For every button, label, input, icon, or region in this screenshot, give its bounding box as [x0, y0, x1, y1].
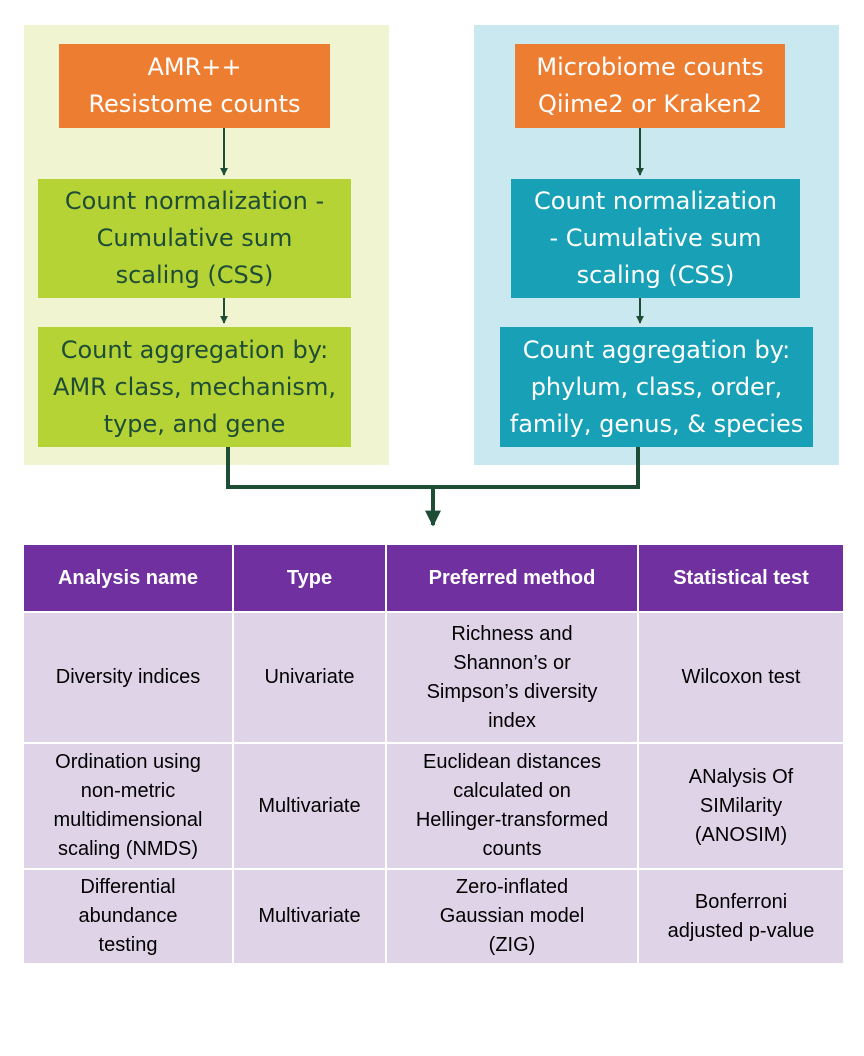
cell-preferred-method: Zero-inflated Gaussian model (ZIG) — [385, 868, 639, 965]
table-row: Ordination using non-metric multidimensi… — [22, 742, 845, 870]
resistome-normalization-box: Count normalization - Cumulative sum sca… — [38, 179, 351, 298]
cell-analysis-name: Differential abundance testing — [22, 868, 234, 965]
cell-analysis-name: Ordination using non-metric multidimensi… — [22, 742, 234, 870]
table-row: Differential abundance testing Multivari… — [22, 868, 845, 965]
microbiome-counts-box: Microbiome counts Qiime2 or Kraken2 — [515, 44, 785, 128]
header-statistical-test: Statistical test — [637, 543, 845, 613]
header-preferred-method: Preferred method — [385, 543, 639, 613]
cell-analysis-name: Diversity indices — [22, 611, 234, 744]
cell-preferred-method: Richness and Shannon’s or Simpson’s dive… — [385, 611, 639, 744]
microbiome-normalization-box: Count normalization - Cumulative sum sca… — [511, 179, 800, 298]
table-row: Diversity indices Univariate Richness an… — [22, 611, 845, 744]
cell-statistical-test: Bonferroni adjusted p-value — [637, 868, 845, 965]
cell-statistical-test: Wilcoxon test — [637, 611, 845, 744]
table-header-row: Analysis name Type Preferred method Stat… — [22, 543, 845, 613]
cell-type: Multivariate — [232, 742, 387, 870]
cell-type: Multivariate — [232, 868, 387, 965]
cell-type: Univariate — [232, 611, 387, 744]
merge-connector — [226, 447, 640, 489]
resistome-aggregation-box: Count aggregation by: AMR class, mechani… — [38, 327, 351, 447]
microbiome-aggregation-box: Count aggregation by: phylum, class, ord… — [500, 327, 813, 447]
cell-statistical-test: ANalysis Of SIMilarity (ANOSIM) — [637, 742, 845, 870]
header-analysis-name: Analysis name — [22, 543, 234, 613]
header-type: Type — [232, 543, 387, 613]
analysis-table: Analysis name Type Preferred method Stat… — [22, 543, 845, 965]
cell-preferred-method: Euclidean distances calculated on Hellin… — [385, 742, 639, 870]
resistome-counts-box: AMR++ Resistome counts — [59, 44, 330, 128]
